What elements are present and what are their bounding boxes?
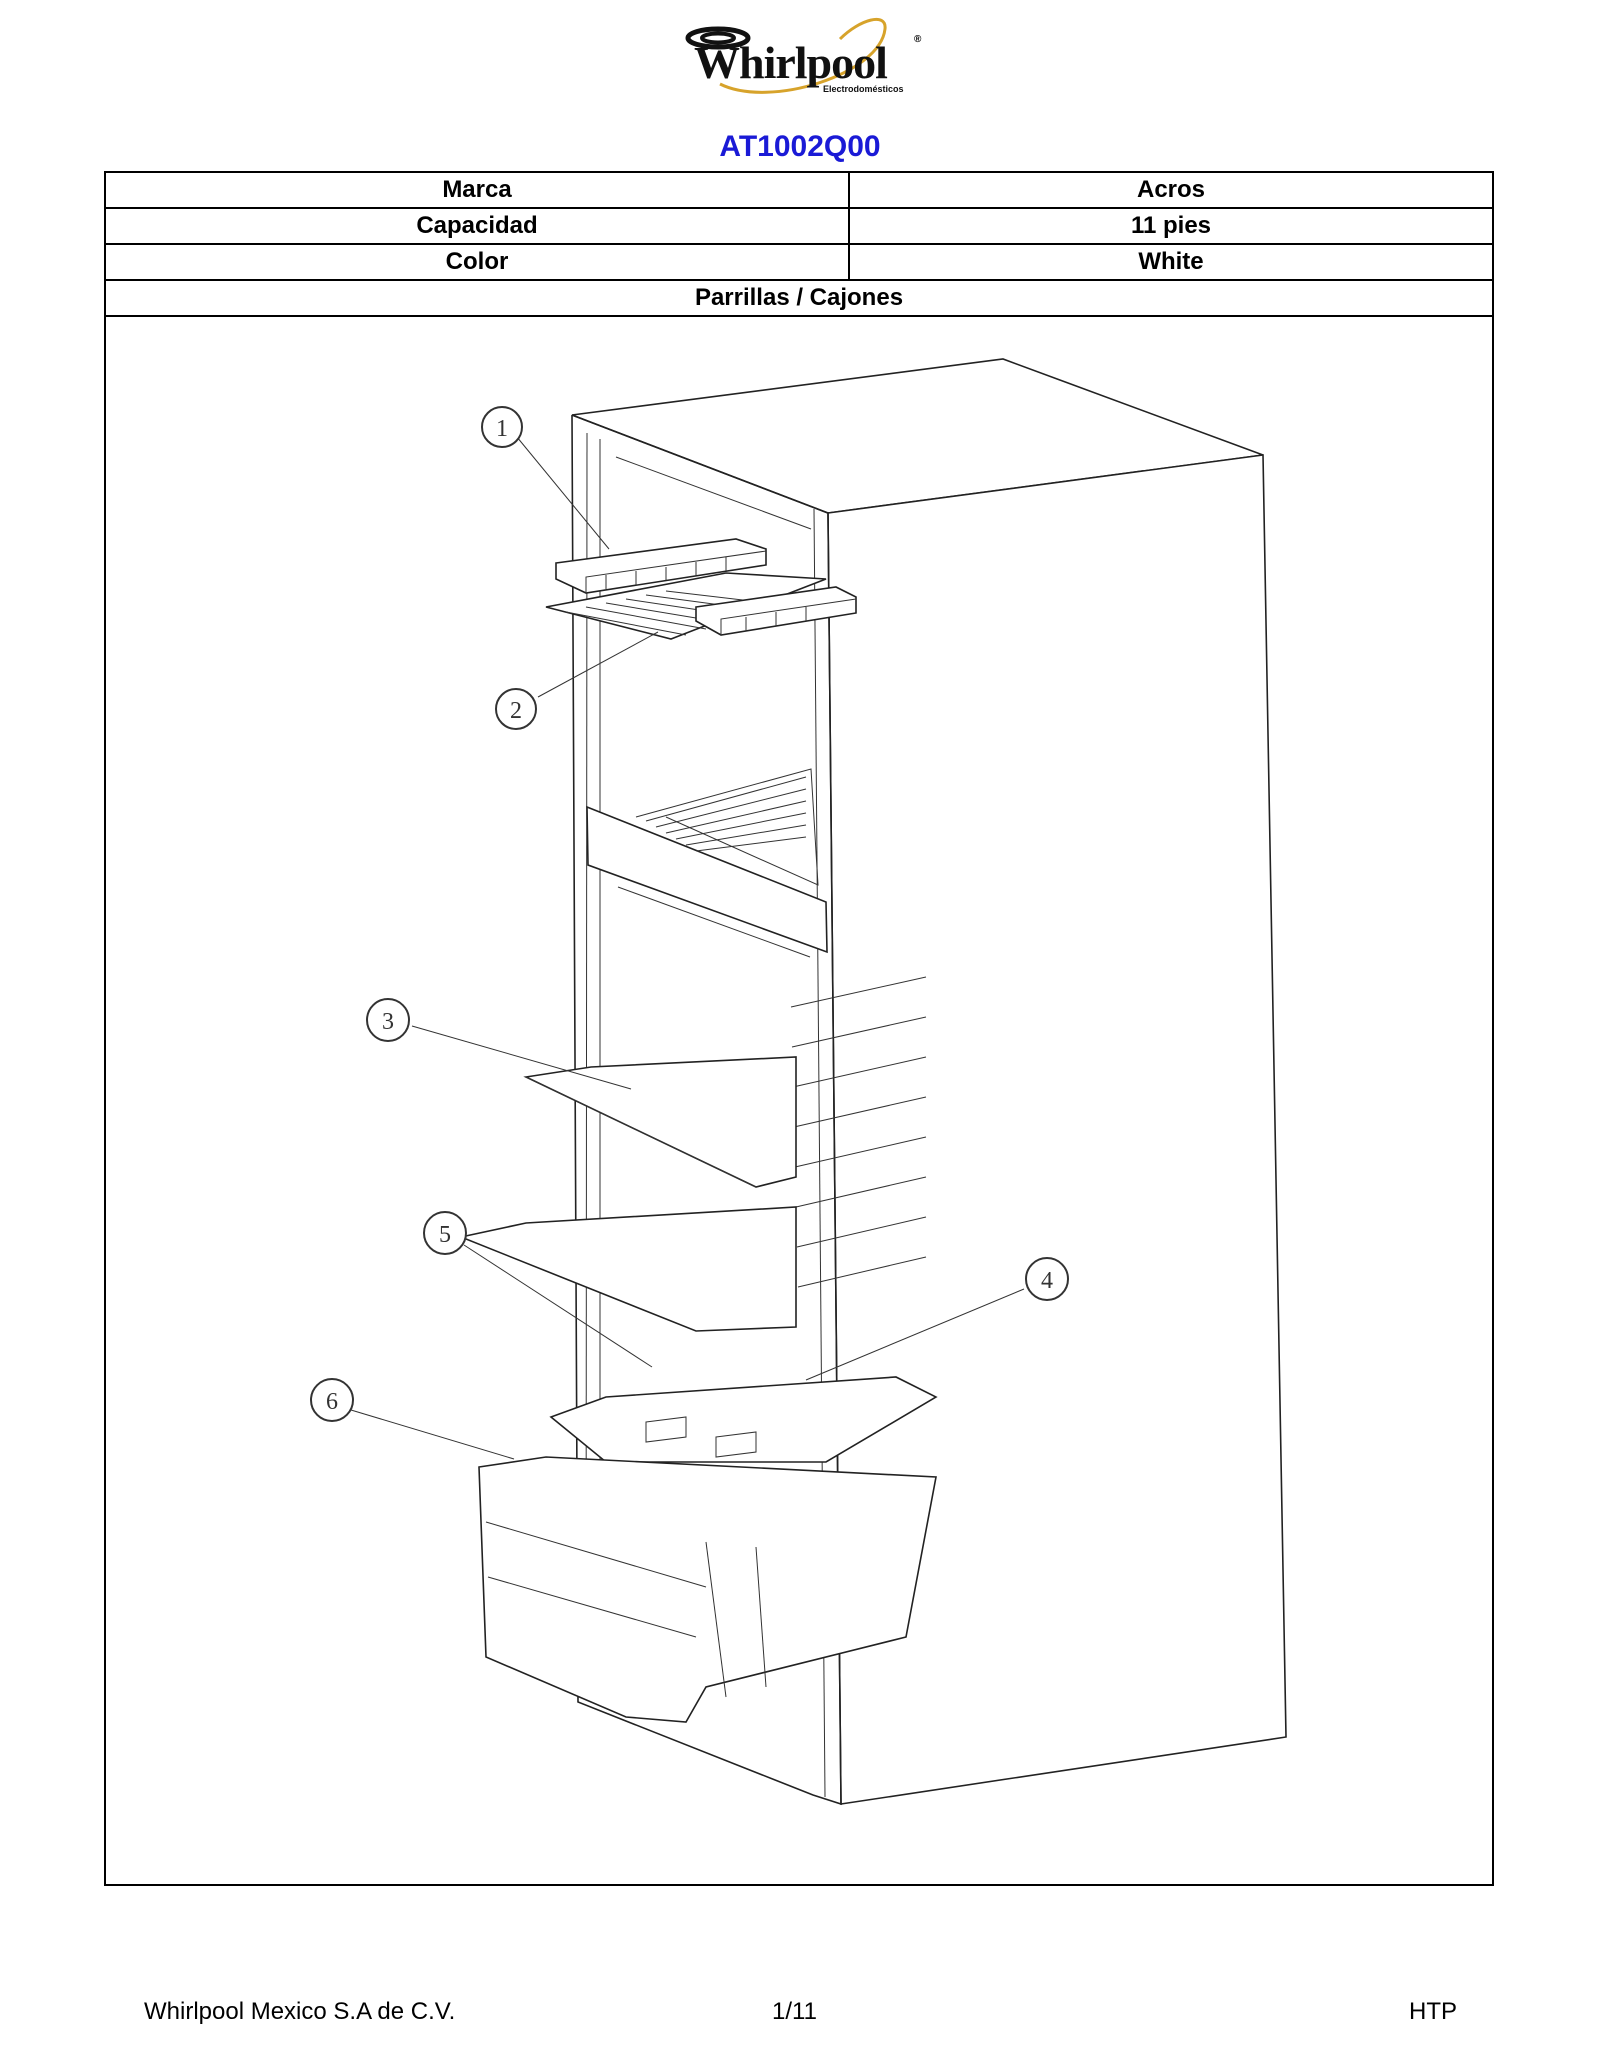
- freezer-wire-shelf: [545, 572, 827, 640]
- callout-5: 5: [423, 1211, 467, 1255]
- spec-sheet-frame: Marca Acros Capacidad 11 pies Color Whit…: [104, 171, 1494, 1886]
- svg-text:5: 5: [439, 1222, 451, 1248]
- svg-text:4: 4: [1041, 1268, 1053, 1294]
- spec-value: Acros: [1136, 176, 1206, 203]
- spec-row-marca: Marca Acros: [106, 173, 1492, 209]
- section-title: Parrillas / Cajones: [694, 284, 904, 311]
- leader-line-1: [511, 430, 610, 550]
- callout-6: 6: [310, 1378, 354, 1422]
- registered-mark: ®: [914, 34, 922, 45]
- section-title-row: Parrillas / Cajones: [106, 281, 1492, 317]
- ice-tray: [695, 586, 857, 636]
- leader-line-6: [350, 1409, 515, 1460]
- footer-page-number: 1/11: [772, 1998, 817, 2025]
- svg-text:2: 2: [510, 698, 522, 724]
- model-number: AT1002Q00: [719, 130, 881, 163]
- footer-code: HTP: [1409, 1998, 1457, 2025]
- freezer-divider: [586, 805, 828, 954]
- leader-line-5: [463, 1244, 653, 1368]
- svg-text:3: 3: [382, 1009, 394, 1035]
- glass-shelf: [458, 1206, 797, 1332]
- crisper-drawer: [478, 1456, 937, 1723]
- spec-value: 11 pies: [1130, 212, 1212, 239]
- logo-subtitle: Electrodomésticos: [823, 84, 904, 94]
- callout-4: 4: [1025, 1257, 1069, 1301]
- spec-label: Marca: [106, 173, 850, 207]
- leader-line-2: [537, 631, 659, 698]
- spec-row-capacidad: Capacidad 11 pies: [106, 209, 1492, 245]
- refrigerator-drawing: 1 2 3 4 5 6: [310, 358, 1287, 1806]
- spec-label: Color: [106, 245, 850, 279]
- exploded-parts-diagram: 1 2 3 4 5 6: [106, 317, 1492, 1884]
- whirlpool-logo: Whirlpool ® Electrodomésticos: [680, 14, 930, 100]
- svg-text:6: 6: [326, 1389, 338, 1415]
- ice-tray: [555, 538, 767, 594]
- spec-row-color: Color White: [106, 245, 1492, 281]
- leader-line-4: [805, 1288, 1025, 1381]
- logo-wordmark: Whirlpool: [694, 37, 888, 88]
- callout-3: 3: [366, 998, 410, 1042]
- footer-company: Whirlpool Mexico S.A de C.V.: [144, 1998, 456, 2025]
- spec-label: Capacidad: [106, 209, 850, 243]
- leader-line-3: [411, 1025, 632, 1090]
- logo-swirl-icon: [685, 18, 887, 94]
- callout-1: 1: [481, 406, 523, 448]
- callout-2: 2: [495, 688, 537, 730]
- svg-text:1: 1: [496, 416, 508, 442]
- spec-value: White: [1138, 248, 1204, 275]
- glass-shelf: [523, 1056, 797, 1188]
